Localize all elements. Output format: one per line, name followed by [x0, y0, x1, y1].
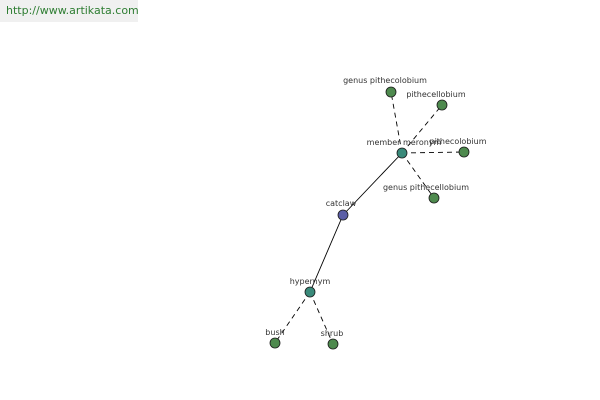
node-member-meronym[interactable]: member meronym [367, 138, 442, 159]
node-label-genus-pithecolobium: genus pithecolobium [343, 76, 427, 85]
url-banner: http://www.artikata.com [0, 0, 139, 22]
node-hypernym[interactable]: hypernym [290, 277, 331, 298]
node-marker-pithecellobium[interactable] [436, 99, 448, 111]
node-shrub[interactable]: shrub [321, 329, 344, 350]
node-label-member-meronym: member meronym [367, 138, 442, 147]
node-marker-catclaw[interactable] [337, 209, 349, 221]
node-label-pithecolobium: pithecolobium [429, 137, 486, 146]
node-label-hypernym: hypernym [290, 277, 331, 286]
node-marker-bush[interactable] [269, 337, 281, 349]
node-catclaw[interactable]: catclaw [326, 199, 357, 221]
node-pithecellobium[interactable]: pithecellobium [406, 90, 466, 111]
node-bush[interactable]: bush [265, 328, 285, 349]
edge-member-meronym-to-genus-pithecellobium [401, 152, 435, 199]
node-marker-member-meronym[interactable] [396, 147, 408, 159]
node-marker-genus-pithecellobium[interactable] [428, 192, 440, 204]
node-genus-pithecellobium[interactable]: genus pithecellobium [383, 183, 469, 204]
edge-hypernym-to-shrub [309, 291, 334, 345]
node-marker-pithecolobium[interactable] [458, 146, 470, 158]
node-marker-genus-pithecolobium[interactable] [385, 86, 397, 98]
edge-member-meronym-to-pithecellobium [401, 104, 443, 154]
node-marker-hypernym[interactable] [304, 286, 316, 298]
edge-member-meronym-to-pithecolobium [401, 151, 465, 154]
site-url-link[interactable]: http://www.artikata.com [6, 4, 139, 17]
node-label-catclaw: catclaw [326, 199, 357, 208]
node-marker-shrub[interactable] [327, 338, 339, 350]
graph-nodes: catclaw member meronym hypernym genus pithe… [265, 76, 487, 350]
node-label-bush: bush [265, 328, 284, 337]
node-label-genus-pithecellobium: genus pithecellobium [383, 183, 469, 192]
edge-hypernym-to-bush [274, 291, 311, 344]
graph-edges [274, 91, 465, 345]
node-label-pithecellobium: pithecellobium [406, 90, 465, 99]
node-pithecolobium[interactable]: pithecolobium [429, 137, 487, 158]
node-genus-pithecolobium[interactable]: genus pithecolobium [343, 76, 427, 98]
edge-catclaw-to-member-meronym [342, 152, 403, 216]
edge-member-meronym-to-genus-pithecolobium [390, 91, 403, 154]
edge-catclaw-to-hypernym [309, 214, 344, 293]
node-label-shrub: shrub [321, 329, 344, 338]
